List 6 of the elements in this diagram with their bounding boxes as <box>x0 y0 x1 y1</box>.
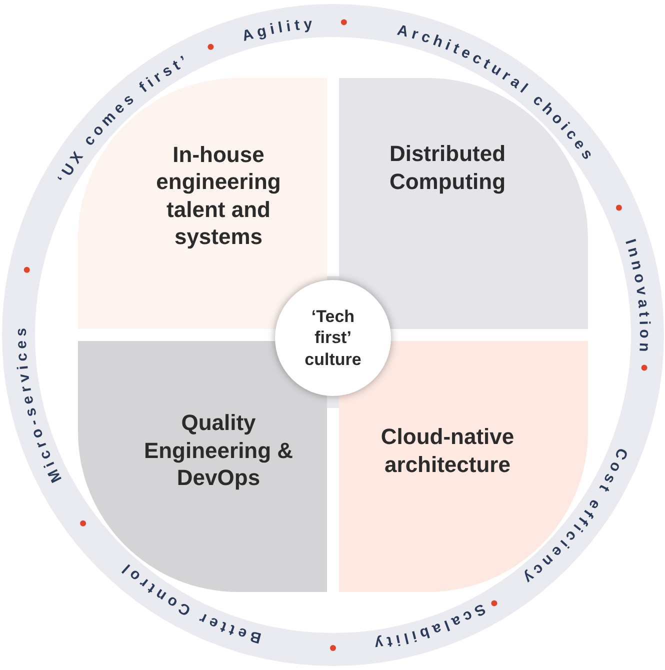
ring-label: Agility <box>240 15 317 45</box>
node-label: Quality Engineering & DevOps <box>144 409 294 492</box>
node-label: In-house engineering talent and systems <box>155 140 282 250</box>
node-label: Distributed Computing <box>388 140 507 195</box>
node-label: Cloud-native architecture <box>380 423 516 478</box>
node-label: ‘Tech first’ culture <box>304 306 362 370</box>
